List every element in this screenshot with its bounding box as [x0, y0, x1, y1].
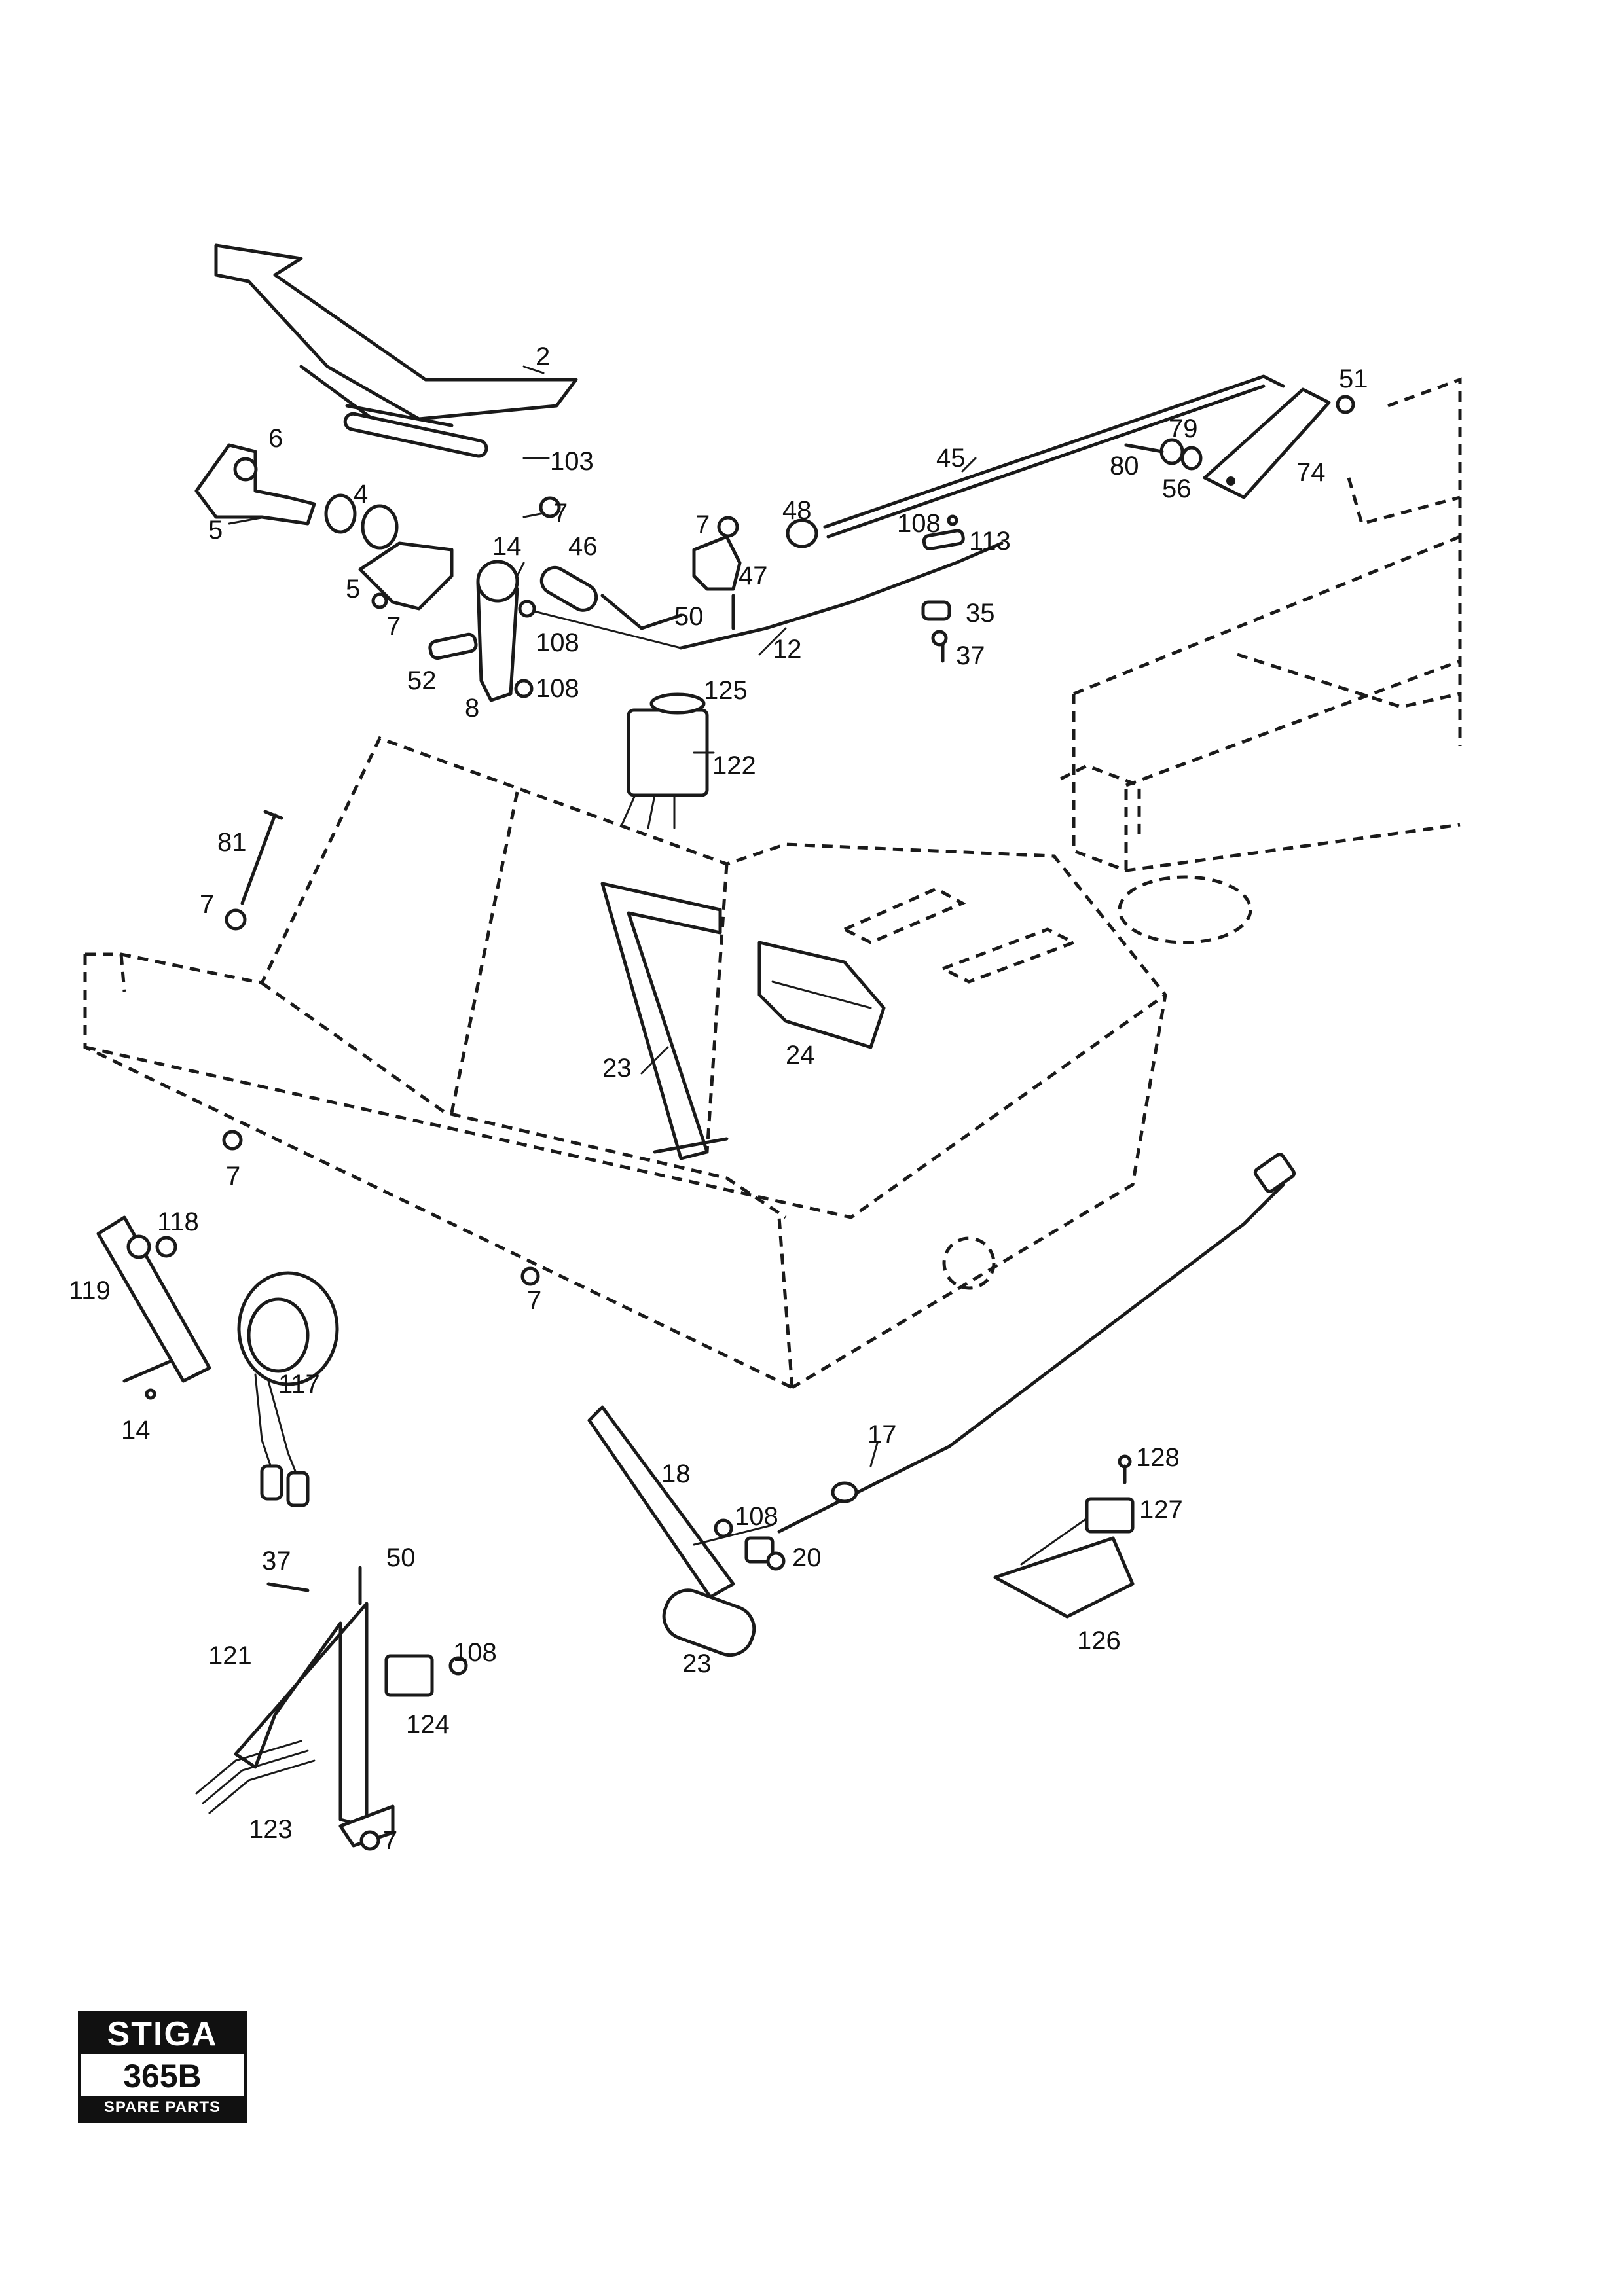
label-7f: 7	[527, 1286, 541, 1315]
lever-23-lower	[587, 1405, 756, 1657]
bracket-47	[692, 516, 818, 630]
relay-124	[384, 1654, 434, 1697]
label-50b: 50	[386, 1543, 416, 1572]
label-7e: 7	[226, 1162, 240, 1191]
switch-122	[621, 692, 709, 829]
label-5b: 5	[346, 575, 360, 603]
plate-126	[993, 1497, 1135, 1619]
label-80: 80	[1110, 452, 1139, 480]
knob-117	[237, 1271, 339, 1507]
label-108e: 108	[453, 1638, 497, 1667]
label-23a: 23	[602, 1054, 632, 1083]
label-81: 81	[217, 828, 247, 857]
label-108a: 108	[897, 509, 941, 538]
label-118: 118	[157, 1208, 199, 1236]
brand-logo: STIGA	[81, 2014, 244, 2054]
label-108b: 108	[536, 628, 579, 657]
lever-119	[96, 1215, 211, 1383]
label-108d: 108	[735, 1502, 778, 1531]
label-127: 127	[1139, 1496, 1183, 1524]
label-18: 18	[661, 1460, 691, 1488]
label-24: 24	[786, 1041, 815, 1069]
label-37a: 37	[956, 641, 985, 670]
label-126: 126	[1077, 1626, 1121, 1655]
label-74: 74	[1296, 458, 1326, 487]
label-23b: 23	[682, 1649, 712, 1678]
label-8: 8	[465, 694, 479, 723]
label-125: 125	[704, 676, 748, 705]
main-body-housing	[83, 736, 1167, 1390]
label-79: 79	[1169, 414, 1198, 443]
label-122: 122	[712, 751, 756, 780]
label-47: 47	[739, 562, 768, 590]
clip-113-35	[921, 529, 965, 647]
label-35: 35	[966, 599, 995, 628]
label-56: 56	[1162, 475, 1192, 503]
label-50a: 50	[674, 602, 704, 631]
label-7a: 7	[553, 499, 568, 528]
label-52: 52	[407, 666, 437, 695]
pad-24	[757, 941, 886, 1049]
label-128: 128	[1136, 1443, 1180, 1472]
small-hardware	[145, 395, 1355, 1851]
label-17: 17	[867, 1420, 897, 1449]
stiga-brand-box: STIGA 365B SPARE PARTS	[78, 2011, 247, 2123]
rod-45-arm-74	[823, 374, 1331, 539]
label-2: 2	[536, 342, 550, 371]
brand-subtitle: SPARE PARTS	[81, 2096, 244, 2119]
label-6: 6	[268, 424, 283, 453]
label-20: 20	[792, 1543, 822, 1572]
label-119: 119	[69, 1276, 111, 1305]
label-45: 45	[936, 444, 966, 473]
label-123: 123	[249, 1815, 293, 1844]
label-51: 51	[1339, 365, 1368, 393]
leader-lines	[228, 365, 977, 1467]
label-4: 4	[354, 480, 368, 509]
bolt-81	[225, 810, 283, 931]
lever-handle-46	[539, 565, 683, 630]
label-113: 113	[969, 527, 1011, 556]
chassis-frame	[1059, 377, 1462, 944]
lever-23-upper	[600, 882, 729, 1160]
label-124: 124	[406, 1710, 450, 1739]
label-37b: 37	[262, 1547, 291, 1575]
label-48: 48	[782, 496, 812, 525]
label-117: 117	[278, 1370, 320, 1399]
label-14b: 14	[121, 1416, 151, 1444]
label-103: 103	[550, 447, 594, 476]
cable-12	[522, 541, 1004, 650]
bracket-121	[234, 1566, 395, 1848]
label-5a: 5	[208, 516, 223, 545]
label-7b: 7	[386, 612, 401, 641]
label-7d: 7	[200, 890, 214, 919]
label-12: 12	[773, 635, 802, 664]
part-labels: 2 6 103 7 4 5 5 7 14 46 7 48 47 50 45 10…	[69, 342, 1368, 1855]
label-14a: 14	[492, 532, 522, 561]
label-7c: 7	[695, 511, 710, 539]
pedal-brackets	[194, 443, 519, 702]
brand-model: 365B	[123, 2058, 202, 2094]
pedal-part-2	[214, 243, 578, 458]
cable-17	[693, 1153, 1296, 1564]
label-7g: 7	[383, 1826, 397, 1855]
label-108c: 108	[536, 674, 579, 703]
label-46: 46	[568, 532, 598, 561]
label-121: 121	[208, 1641, 252, 1670]
cable-bundle-123	[195, 1740, 316, 1814]
